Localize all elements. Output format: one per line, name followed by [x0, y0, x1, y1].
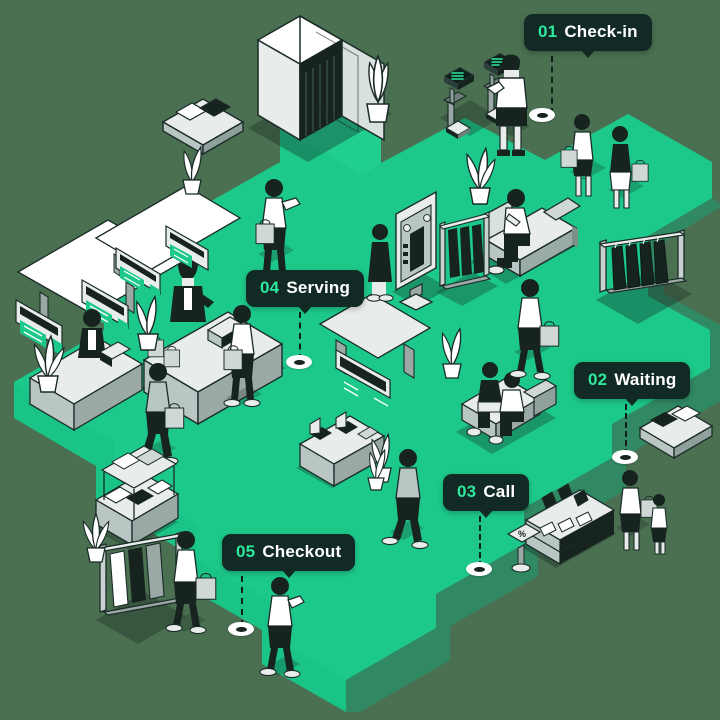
info-counter [296, 411, 386, 488]
garment-rack-bottomleft [96, 531, 186, 644]
step-tail-02 [625, 398, 640, 406]
potted-plant-topcenter [365, 55, 393, 123]
step-marker-02[interactable] [612, 450, 638, 464]
step-label-05[interactable]: 05 Checkout [222, 534, 356, 578]
child-shopper [650, 494, 668, 555]
step-tail-05 [281, 570, 296, 578]
shoe-display: % [506, 483, 616, 573]
display-table-right [638, 405, 714, 460]
shopper-right-b [608, 126, 649, 209]
step-connector-04 [299, 312, 301, 360]
potted-plant-midright [462, 147, 499, 205]
step-label-02[interactable]: 02 Waiting [574, 362, 691, 406]
step-text-03: Call [483, 482, 516, 501]
waiting-armchairs [456, 362, 558, 454]
shopper-shoes [616, 470, 658, 551]
step-connector-03 [479, 516, 481, 567]
fitting-rooms [248, 14, 392, 162]
step-text-04: Serving [286, 278, 351, 297]
digital-signage [392, 190, 450, 311]
step-text-02: Waiting [614, 370, 677, 389]
step-tail-01 [580, 50, 595, 58]
display-table-topleft [161, 98, 245, 156]
step-marker-05[interactable] [228, 622, 254, 636]
step-number-02: 02 [588, 370, 608, 389]
step-connector-02 [625, 404, 627, 455]
potted-plant-left-b [133, 295, 160, 351]
shopper-bottomcenter [259, 577, 305, 679]
step-label-03[interactable]: 03 Call [443, 474, 530, 518]
potted-plant-bottomleft [80, 513, 112, 563]
shopper-black-dress [366, 224, 394, 302]
step-number-05: 05 [236, 542, 256, 561]
step-label-04[interactable]: 04 Serving [246, 270, 365, 314]
step-tail-04 [298, 306, 313, 314]
clothing-rack-right [596, 229, 692, 324]
step-number-01: 01 [538, 22, 558, 41]
potted-plant-left-a [30, 335, 68, 393]
shopper-serving [223, 305, 262, 408]
service-counter-back [28, 309, 146, 432]
discount-sign: % [506, 523, 542, 573]
walking-customer-call [381, 449, 429, 550]
potted-plant-bottom [367, 448, 388, 491]
step-text-01: Check-in [564, 22, 638, 41]
cashier [78, 309, 106, 358]
step-tail-03 [479, 510, 494, 518]
step-label-01[interactable]: 01 Check-in [524, 14, 652, 58]
step-connector-05 [241, 576, 243, 626]
step-text-05: Checkout [262, 542, 342, 561]
step-connector-01 [551, 56, 553, 114]
folded-clothes-table [92, 445, 180, 550]
step-marker-04[interactable] [286, 355, 312, 369]
potted-plant-armchairs [438, 327, 465, 379]
clothing-rack-center [436, 211, 498, 306]
svg-text:%: % [518, 529, 526, 539]
step-number-03: 03 [457, 482, 477, 501]
shopper-right-a [560, 114, 606, 197]
step-marker-01[interactable] [529, 108, 555, 122]
checkin-kiosks [440, 53, 530, 156]
shopper-midright [509, 279, 560, 381]
potted-plant-left-c [180, 145, 205, 195]
step-marker-03[interactable] [466, 562, 492, 576]
seated-customer-sofa [487, 189, 531, 275]
step-number-04: 04 [260, 278, 280, 297]
waiting-sofa [470, 189, 582, 284]
hanging-signboard-upperleft [94, 185, 242, 300]
customer-at-kiosk [485, 54, 530, 156]
shopper-bottomleft [165, 531, 217, 635]
